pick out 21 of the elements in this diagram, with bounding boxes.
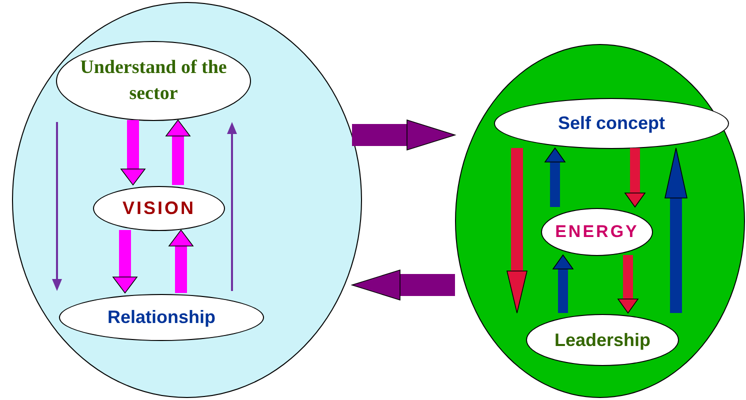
arrow [624, 148, 646, 208]
arrow [168, 230, 194, 293]
arrow [618, 255, 638, 314]
arrow [120, 120, 146, 186]
node-label: Understand of the sector [79, 56, 228, 106]
arrow [544, 148, 566, 207]
arrow [166, 120, 190, 185]
arrow [552, 254, 574, 313]
node-label: Self concept [558, 112, 666, 136]
arrow [352, 270, 455, 300]
arrow [52, 122, 62, 291]
arrow [352, 120, 456, 150]
arrow [664, 148, 688, 313]
arrow [112, 230, 138, 294]
node-label: VISION [122, 197, 196, 220]
node-label: Relationship [107, 306, 216, 330]
arrow [506, 148, 528, 314]
node-label: Leadership [554, 328, 651, 352]
node-label: ENERGY [555, 220, 639, 243]
ellipse [494, 98, 729, 149]
arrow [227, 122, 237, 291]
